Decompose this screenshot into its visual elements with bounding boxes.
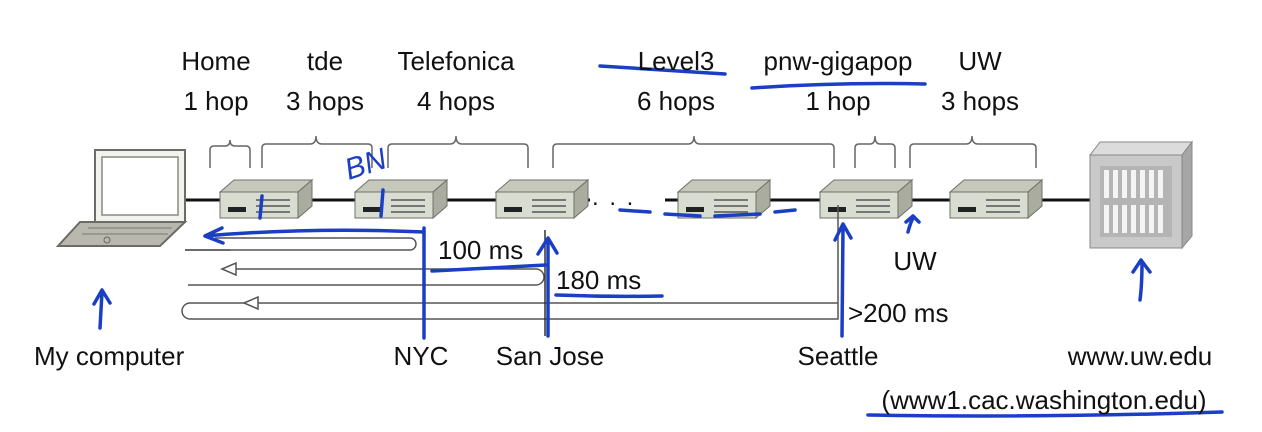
label-server-alias: (www1.cac.washington.edu) <box>881 385 1207 415</box>
handwritten-annotations <box>92 64 1224 418</box>
ink-mark-home-router <box>258 194 264 220</box>
brace-pnw <box>854 135 896 168</box>
segment-hops-pnw-gigapop: 1 hop <box>805 86 871 116</box>
ink-return-arrow-nyc <box>203 226 426 245</box>
ink-seattle-arrow <box>833 222 853 338</box>
router-icon <box>819 179 913 219</box>
router-icon <box>677 179 771 219</box>
segment-hops-uw: 3 hops <box>940 86 1020 116</box>
brace-home <box>209 139 251 168</box>
brace-uw <box>909 135 1037 168</box>
segment-hops-tde: 3 hops <box>285 86 365 116</box>
label-san-jose: San Jose <box>495 341 605 371</box>
segment-hops-telefonica: 4 hops <box>416 86 496 116</box>
segment-name-tde: tde <box>306 46 344 76</box>
latency-sanjose: 180 ms <box>556 265 642 295</box>
rtt-path-seattle-bottom <box>190 205 839 320</box>
rtt-paths <box>181 205 839 336</box>
rtt-arrowhead-sanjose <box>220 261 237 277</box>
ink-sanjose-arrow <box>536 236 559 338</box>
ink-mycomputer-arrow <box>92 288 112 330</box>
ink-uw-router-arrow <box>904 214 921 234</box>
router-icon <box>495 179 589 219</box>
label-nyc: NYC <box>393 341 449 371</box>
brace-level3 <box>552 135 835 168</box>
laptop-icon <box>55 149 188 247</box>
ink-underline-level3 <box>598 64 727 76</box>
label-my-computer: My computer <box>34 341 185 371</box>
rtt-path-sanjose <box>188 268 545 286</box>
rtt-path-nyc <box>185 237 417 251</box>
rtt-path-seattle <box>181 302 838 320</box>
segment-braces <box>209 135 1037 168</box>
ink-dashes <box>618 208 797 218</box>
label-seattle: Seattle <box>797 341 879 371</box>
brace-telefonica <box>387 135 529 168</box>
router-icon <box>949 179 1043 219</box>
segment-name-level3: Level3 <box>637 46 715 76</box>
server-icon <box>1088 140 1194 250</box>
latency-seattle: >200 ms <box>848 298 949 328</box>
router-icon <box>354 179 448 219</box>
segment-hops-level3: 6 hops <box>636 86 716 116</box>
ink-underline-180ms <box>554 293 664 299</box>
ink-underline-server-alias <box>866 410 1224 418</box>
segment-name-uw: UW <box>958 46 1002 76</box>
ink-server-arrow <box>1131 258 1152 302</box>
ink-mark-nyc-router <box>379 188 385 218</box>
path-ellipsis: . . . <box>592 184 636 211</box>
segment-name-pnw-gigapop: pnw-gigapop <box>763 46 913 76</box>
ink-underline-pnw <box>750 81 927 90</box>
ink-underline-100ms <box>430 263 548 273</box>
segment-name-home: Home <box>181 46 251 76</box>
label-uw-router: UW <box>893 246 937 276</box>
segment-hops-home: 1 hop <box>183 86 249 116</box>
latency-nyc: 100 ms <box>438 235 524 265</box>
brace-tde <box>261 135 373 168</box>
label-server: www.uw.edu <box>1067 341 1213 371</box>
segment-name-telefonica: Telefonica <box>397 46 515 76</box>
rtt-arrowhead-seattle <box>242 295 259 311</box>
router-icon <box>219 179 313 219</box>
